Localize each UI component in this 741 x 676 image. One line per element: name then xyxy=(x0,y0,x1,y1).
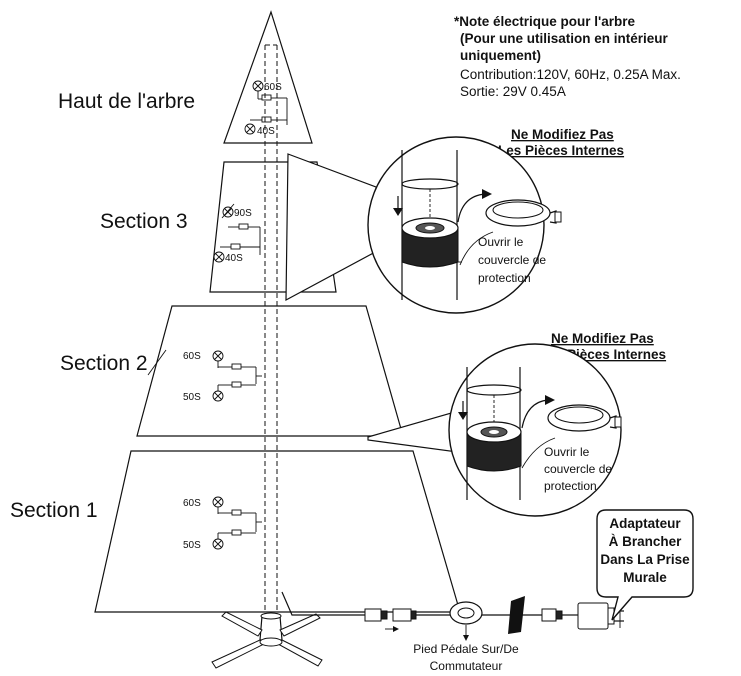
svg-text:À Brancher: À Brancher xyxy=(609,534,683,549)
svg-text:(Pour une utilisation en intér: (Pour une utilisation en intérieur xyxy=(460,31,669,46)
pedal-label: Pied Pédale Sur/De Commutateur xyxy=(413,642,519,673)
bulb-icon xyxy=(244,123,256,135)
adapter-bubble: Adaptateur À Brancher Dans La Prise Mura… xyxy=(596,509,694,621)
svg-text:Sortie: 29V 0.45A: Sortie: 29V 0.45A xyxy=(460,84,566,99)
section1-bulb-circuit: 60S 50S xyxy=(183,496,262,551)
svg-text:Adaptateur: Adaptateur xyxy=(609,516,681,531)
svg-text:*Note électrique pour l'arbre: *Note électrique pour l'arbre xyxy=(454,14,635,29)
bulb-label: 60S xyxy=(183,498,201,509)
bulb-label: 90S xyxy=(234,208,252,219)
label-pointer xyxy=(147,349,167,376)
warning-upper: Ne Modifiez Pas Les Pièces Internes xyxy=(498,127,624,158)
svg-text:protection: protection xyxy=(544,479,597,493)
top-bulb-circuit: 60S 40S xyxy=(244,80,288,137)
svg-text:couvercle de: couvercle de xyxy=(544,462,612,476)
bulb-label: 60S xyxy=(264,82,282,93)
bulb-label: 40S xyxy=(257,126,275,137)
bulb-icon xyxy=(222,206,234,218)
section2-bulb-circuit: 60S 50S xyxy=(183,350,262,403)
svg-text:protection: protection xyxy=(478,271,531,285)
bulb-label: 60S xyxy=(183,351,201,362)
tree-section-1 xyxy=(94,450,461,613)
power-cord xyxy=(281,591,624,641)
svg-text:Ouvrir le: Ouvrir le xyxy=(544,445,590,459)
svg-text:Commutateur: Commutateur xyxy=(430,659,503,673)
svg-text:Contribution:120V, 60Hz, 0.25A: Contribution:120V, 60Hz, 0.25A Max. xyxy=(460,67,681,82)
tree-section-2 xyxy=(136,305,404,437)
center-pole xyxy=(264,44,278,616)
callout-lower: Ouvrir le couvercle de protection xyxy=(367,343,622,517)
svg-text:Ouvrir le: Ouvrir le xyxy=(478,235,524,249)
bulb-label: 50S xyxy=(183,392,201,403)
svg-text:couvercle de: couvercle de xyxy=(478,253,546,267)
label-section-1: Section 1 xyxy=(10,499,98,522)
tree-top-section xyxy=(223,10,313,144)
label-section-2: Section 2 xyxy=(60,352,148,375)
svg-text:Murale: Murale xyxy=(623,570,667,585)
svg-text:Les Pièces Internes: Les Pièces Internes xyxy=(498,143,624,158)
label-section-3: Section 3 xyxy=(100,210,188,233)
label-top: Haut de l'arbre xyxy=(58,90,195,113)
tree-stand xyxy=(211,611,323,669)
bulb-icon xyxy=(212,538,224,550)
section3-bulb-circuit: 90S 40S xyxy=(213,203,261,264)
svg-text:Ne Modifiez Pas: Ne Modifiez Pas xyxy=(511,127,614,142)
callout-upper: Ouvrir le couvercle de protection xyxy=(285,136,562,314)
svg-text:uniquement): uniquement) xyxy=(460,48,541,63)
svg-text:Ne Modifiez Pas: Ne Modifiez Pas xyxy=(551,331,654,346)
bulb-icon xyxy=(213,251,225,263)
electrical-note: *Note électrique pour l'arbre (Pour une … xyxy=(454,14,681,99)
bulb-icon xyxy=(212,390,224,402)
svg-text:Pied Pédale Sur/De: Pied Pédale Sur/De xyxy=(413,642,519,656)
tree-section-3 xyxy=(209,161,337,293)
bulb-label: 50S xyxy=(183,540,201,551)
svg-text:Dans La Prise: Dans La Prise xyxy=(600,552,690,567)
bulb-label: 40S xyxy=(225,253,243,264)
